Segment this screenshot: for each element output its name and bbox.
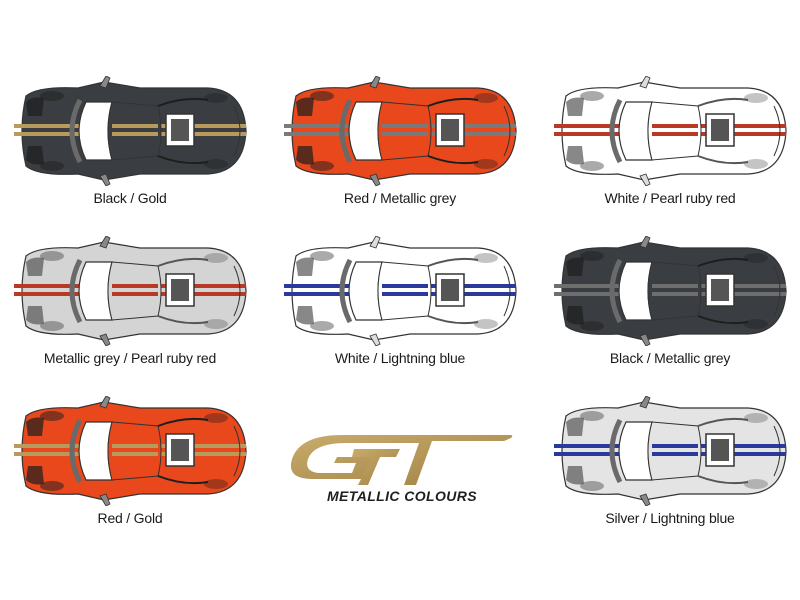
variant-label: White / Lightning blue	[334, 350, 466, 366]
variant-label: Metallic grey / Pearl ruby red	[43, 350, 217, 366]
variant-card: Metallic grey / Pearl ruby red	[0, 232, 260, 382]
variant-card: White / Pearl ruby red	[540, 72, 800, 222]
variant-card: Black / Metallic grey	[540, 232, 800, 382]
variant-card: Red / Gold	[0, 392, 260, 542]
car-topview-4	[284, 236, 517, 346]
variant-card: Silver / Lightning blue	[540, 392, 800, 542]
variant-card: Black / Gold	[0, 72, 260, 222]
variant-label: White / Pearl ruby red	[604, 190, 736, 206]
car-topview-7	[554, 396, 787, 506]
variant-label: Black / Gold	[93, 190, 167, 206]
car-topview-5	[554, 236, 787, 346]
car-topview-3	[14, 236, 247, 346]
variant-label: Red / Metallic grey	[343, 190, 457, 206]
variant-label: Silver / Lightning blue	[605, 510, 735, 526]
car-topview-2	[554, 76, 787, 186]
variant-card: Red / Metallic grey	[270, 72, 530, 222]
gt-logo	[290, 435, 513, 485]
variant-label: Black / Metallic grey	[609, 350, 731, 366]
logo-caption: METALLIC COLOURS	[326, 488, 478, 504]
variant-label: Red / Gold	[97, 510, 163, 526]
car-topview-1	[284, 76, 517, 186]
variant-card: White / Lightning blue	[270, 232, 530, 382]
car-topview-6	[14, 396, 247, 506]
car-topview-0	[14, 76, 247, 186]
